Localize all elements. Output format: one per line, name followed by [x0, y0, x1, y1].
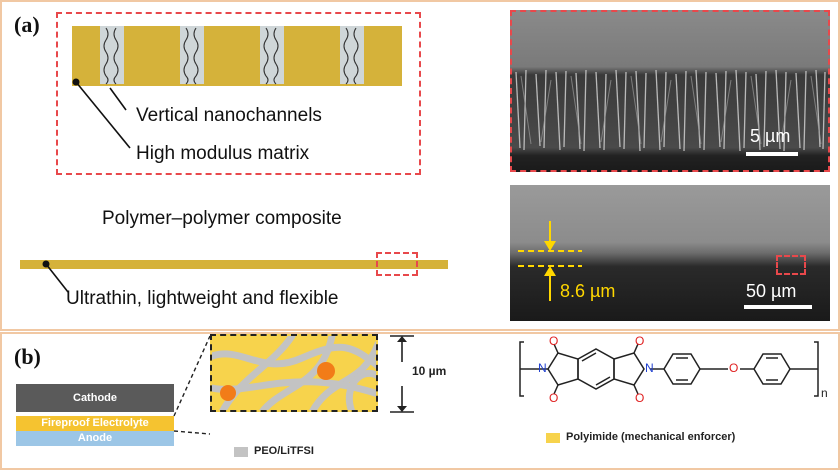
thickness-bracket: [390, 335, 414, 413]
film-label: Ultrathin, lightweight and flexible: [66, 288, 339, 309]
polyimide-structure: [519, 341, 819, 397]
legend-swatch-peo: [234, 447, 248, 457]
label-vertical-nanochannels: Vertical nanochannels: [136, 105, 322, 126]
film-leader-line: [42, 260, 69, 293]
sem-texture: [510, 10, 830, 172]
legend-swatch-polyimide: [546, 433, 560, 443]
atom-o-top-left: O: [549, 334, 559, 348]
electrolyte-layer: Fireproof Electrolyte: [16, 416, 174, 431]
nanochannel: [180, 26, 204, 84]
atom-o-ether: O: [729, 361, 739, 375]
thickness-10um-label: 10 µm: [412, 364, 447, 378]
sem-cross-section-image: [510, 10, 830, 172]
sem-bottom-scalebar: [744, 305, 812, 309]
panel-b: (b) Cathode Fireproof Electrolyte Anode: [0, 332, 840, 470]
nanochannel: [260, 26, 284, 84]
label-high-modulus-matrix: High modulus matrix: [136, 143, 310, 164]
zoom-connector-lines: [173, 335, 211, 435]
sem-film-texture: [510, 185, 830, 321]
nanochannel: [100, 26, 124, 84]
film-zoom-box: [376, 252, 418, 276]
panel-a: (a) Vertical nanochannels High m: [0, 0, 840, 331]
composite-film: [20, 260, 448, 269]
legend-label-polyimide: Polyimide (mechanical enforcer): [566, 431, 736, 443]
legend-label-peo: PEO/LiTFSI: [254, 445, 314, 457]
sem-thickness-marker: [518, 221, 582, 301]
sem-bottom-scale-label: 50 µm: [746, 281, 797, 301]
sem-zoom-frame: [510, 10, 830, 172]
atom-n-left: N: [538, 361, 547, 375]
sem-thickness-label: 8.6 µm: [560, 281, 616, 301]
sem-film-image: [510, 185, 830, 321]
atom-o-top-right: O: [635, 334, 645, 348]
sem-top-scalebar: [746, 152, 798, 156]
schematic-frame: [56, 12, 421, 175]
cathode-layer: Cathode: [16, 384, 174, 412]
nanochannel-matrix: [72, 26, 402, 86]
electrolyte-microstructure: [210, 334, 378, 412]
polymer-chains: [103, 27, 359, 85]
sem-top-scale-label: 5 µm: [750, 126, 791, 146]
repeat-unit-n: n: [821, 386, 828, 400]
atom-n-right: N: [645, 361, 654, 375]
sem-film-zoom-box: [776, 255, 806, 275]
atom-o-bottom-right: O: [635, 391, 645, 405]
atom-o-bottom-left: O: [549, 391, 559, 405]
composite-title: Polymer–polymer composite: [102, 208, 342, 229]
nanochannel: [340, 26, 364, 84]
panel-b-label: (b): [14, 344, 41, 369]
peo-network: [212, 336, 376, 410]
panel-a-label: (a): [14, 12, 40, 37]
schematic-leader-lines: [72, 78, 131, 149]
anode-layer: Anode: [16, 431, 174, 446]
